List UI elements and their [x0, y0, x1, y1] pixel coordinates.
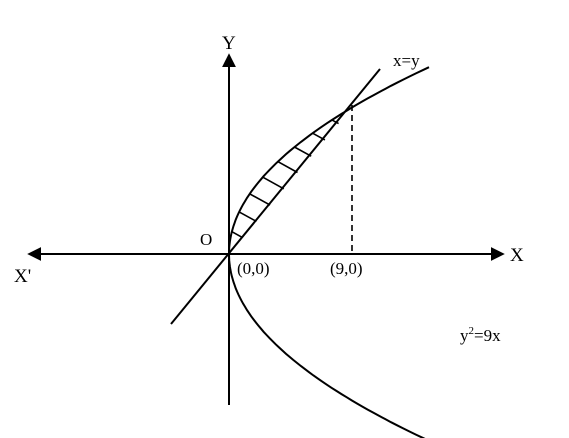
parabola-label-exponent: 2: [469, 325, 475, 337]
parabola-label: y2=9x: [460, 325, 501, 345]
point-nine-label: (9,0): [330, 259, 363, 278]
hatch-line: [277, 160, 298, 174]
parabola-label-rest: =9x: [474, 326, 501, 345]
line-label: x=y: [393, 51, 420, 70]
hatch-line: [238, 211, 257, 223]
point-origin-label: (0,0): [237, 259, 270, 278]
hatched-region: [231, 119, 339, 239]
parabola-curve: [227, 66, 430, 438]
hatch-line: [312, 132, 326, 141]
line-x-equals-y: [170, 68, 381, 325]
x-axis-label: X: [510, 245, 524, 266]
hatch-line: [331, 119, 339, 125]
x-axis-negative-label: X': [14, 266, 31, 287]
hatch-line: [249, 193, 271, 206]
parabola-label-base: y: [460, 326, 469, 345]
hatch-line: [231, 230, 244, 239]
y-axis-label: Y: [222, 33, 236, 54]
origin-label: O: [200, 230, 212, 249]
hatch-line: [262, 176, 285, 190]
hatch-line: [294, 146, 312, 157]
